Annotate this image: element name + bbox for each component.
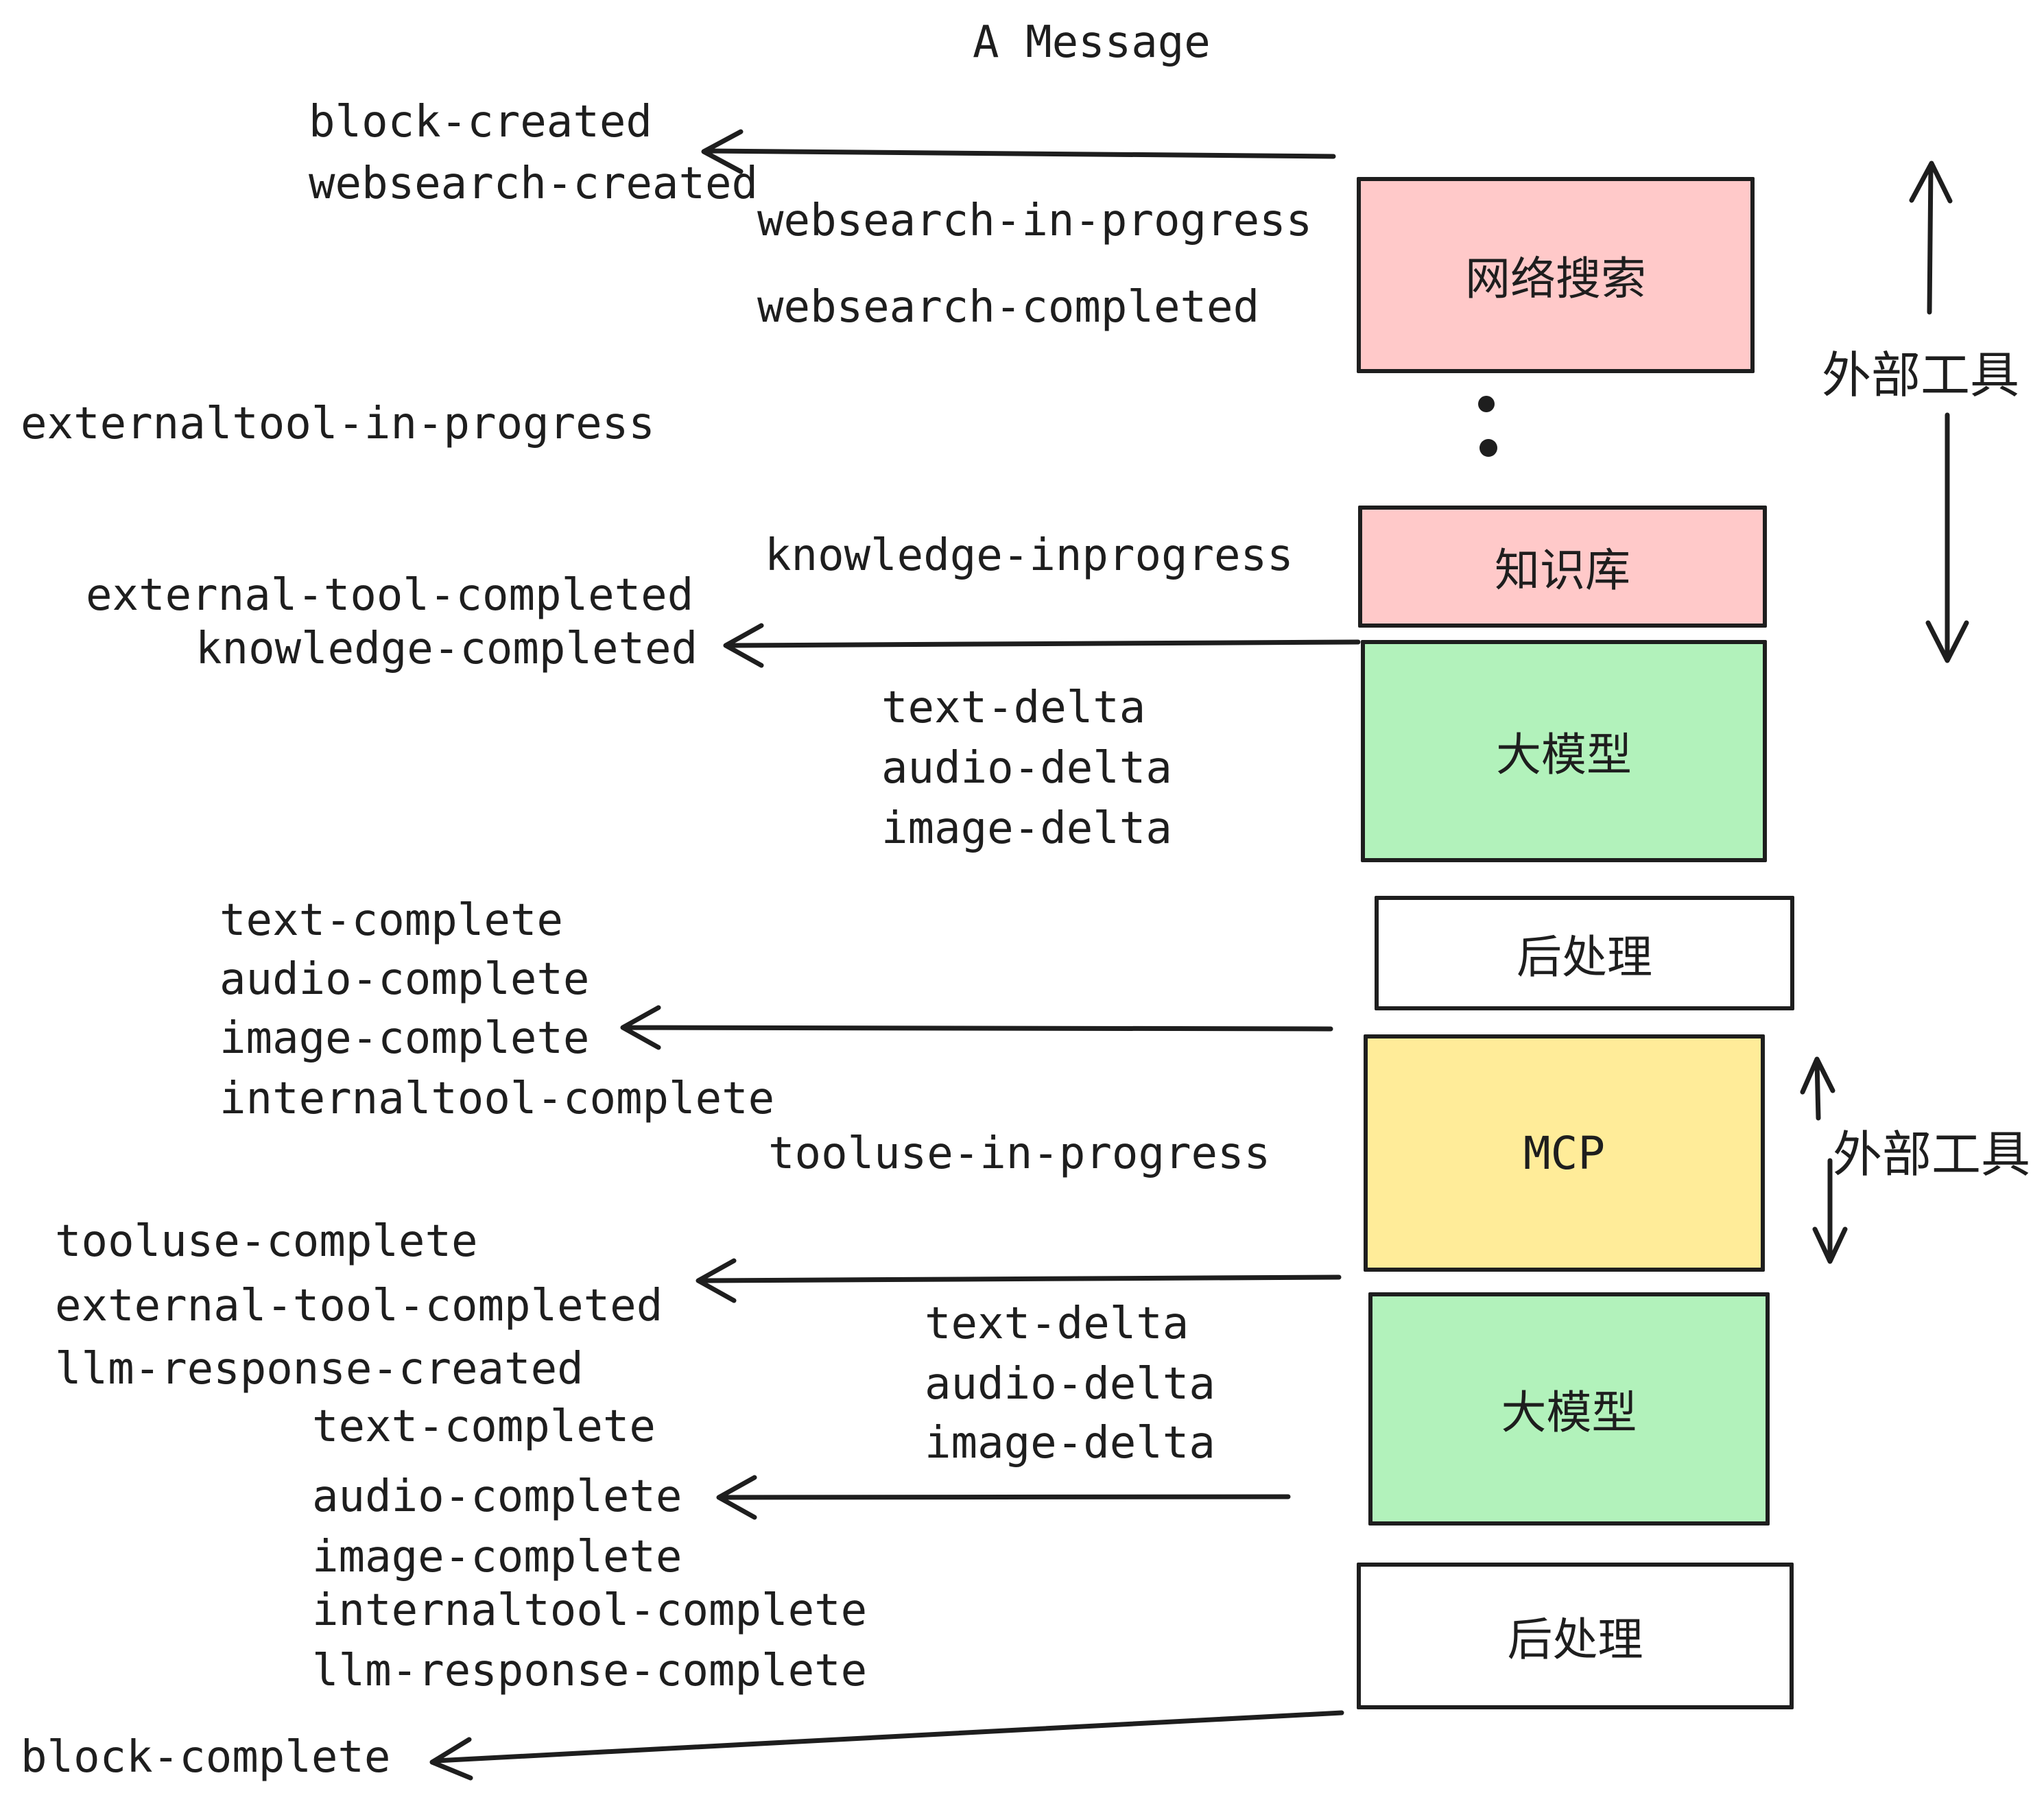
event-block-complete: block-complete <box>21 1732 391 1783</box>
box-websearch: 网络搜索 <box>1357 177 1755 373</box>
arrow-up-external-tools-mid-icon <box>1800 1056 1835 1121</box>
box-mcp-label: MCP <box>1523 1126 1606 1180</box>
event-audio-complete-1: audio-complete <box>219 954 590 1005</box>
box-post-processing-top-label: 后处理 <box>1517 931 1652 982</box>
event-knowledge-inprogress: knowledge-inprogress <box>765 530 1294 581</box>
box-knowledge: 知识库 <box>1358 506 1767 628</box>
arrow-knowledge-completed-icon <box>723 623 1361 668</box>
page-title: A Message <box>973 17 1211 68</box>
event-llm-response-created: llm-response-created <box>55 1344 584 1394</box>
event-image-complete-2: image-complete <box>312 1532 682 1582</box>
event-external-tool-completed: external-tool-completed <box>86 570 694 621</box>
arrow-audio-complete-icon <box>716 1475 1291 1520</box>
arrow-block-created-icon <box>701 129 1336 174</box>
box-llm-bottom-label: 大模型 <box>1501 1387 1637 1438</box>
box-post-processing-bottom-label: 后处理 <box>1507 1614 1643 1665</box>
dot-icon <box>1479 439 1497 457</box>
event-knowledge-completed: knowledge-completed <box>195 624 698 674</box>
event-block-created: block-created <box>309 97 652 147</box>
box-post-processing-top: 后处理 <box>1375 896 1794 1010</box>
box-mcp: MCP <box>1364 1034 1765 1272</box>
event-image-complete-1: image-complete <box>219 1013 590 1064</box>
box-knowledge-label: 知识库 <box>1495 545 1630 595</box>
event-audio-delta-1: audio-delta <box>881 743 1172 794</box>
event-image-delta-1: image-delta <box>881 803 1172 854</box>
event-websearch-in-progress: websearch-in-progress <box>757 195 1313 246</box>
event-tooluse-complete: tooluse-complete <box>55 1216 478 1267</box>
box-post-processing-bottom: 后处理 <box>1357 1563 1794 1709</box>
event-audio-complete-2: audio-complete <box>312 1471 682 1522</box>
event-text-complete-2: text-complete <box>312 1401 656 1452</box>
arrow-image-complete-icon <box>620 1005 1333 1050</box>
event-image-delta-2: image-delta <box>925 1418 1215 1469</box>
box-websearch-label: 网络搜索 <box>1465 253 1646 304</box>
event-internaltool-complete-2: internaltool-complete <box>312 1585 868 1636</box>
box-llm-top-label: 大模型 <box>1496 729 1632 780</box>
dot-icon <box>1478 396 1495 412</box>
event-external-tool-completed-2: external-tool-completed <box>55 1281 663 1331</box>
event-websearch-completed: websearch-completed <box>757 282 1260 333</box>
arrow-block-complete-icon <box>429 1710 1344 1781</box>
event-text-delta-2: text-delta <box>925 1298 1189 1349</box>
event-tooluse-in-progress: tooluse-in-progress <box>768 1128 1271 1179</box>
event-externaltool-in-progress: externaltool-in-progress <box>21 399 655 449</box>
box-llm-top: 大模型 <box>1361 640 1767 862</box>
event-llm-response-complete: llm-response-complete <box>312 1646 868 1696</box>
arrow-up-external-tools-top-icon <box>1909 161 1953 315</box>
arrow-down-external-tools-top-icon <box>1925 412 1969 663</box>
annotation-external-tools-top: 外部工具 <box>1822 348 2020 403</box>
arrow-external-tool-completed-icon <box>696 1258 1342 1303</box>
event-text-delta-1: text-delta <box>881 683 1146 733</box>
event-internaltool-complete-1: internaltool-complete <box>219 1073 775 1124</box>
event-audio-delta-2: audio-delta <box>925 1359 1215 1410</box>
event-text-complete-1: text-complete <box>219 895 563 946</box>
annotation-external-tools-mid: 外部工具 <box>1833 1128 2031 1183</box>
box-llm-bottom: 大模型 <box>1368 1292 1770 1526</box>
event-websearch-created: websearch-created <box>309 158 759 209</box>
